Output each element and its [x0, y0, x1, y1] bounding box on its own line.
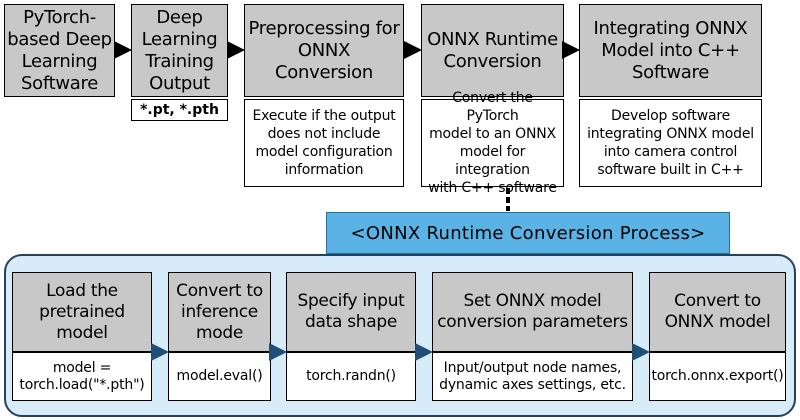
process-step-input-shape: Specify input data shape [286, 272, 416, 352]
file-extension-text: *.pt, *.pth [140, 102, 219, 118]
step-training-output-label: Deep Learning Training Output [141, 6, 218, 94]
process-code-inference-mode: model.eval() [168, 352, 271, 401]
process-code-export-onnx: torch.onnx.export() [649, 352, 786, 401]
process-code-input-shape: torch.randn() [286, 352, 416, 401]
process-code-load-model: model = torch.load("*.pth") [12, 352, 152, 401]
note-preprocessing-text: Execute if the output does not include m… [252, 108, 396, 178]
step-pytorch-software-label: PyTorch- based Deep Learning Software [7, 6, 112, 94]
process-code-input-shape-text: torch.randn() [306, 368, 396, 384]
process-banner-label: <ONNX Runtime Conversion Process> [350, 222, 706, 244]
process-step-inference-mode-label: Convert to inference mode [176, 280, 263, 343]
process-step-load-model: Load the pretrained model [12, 272, 152, 352]
process-code-export-onnx-text: torch.onnx.export() [651, 368, 784, 384]
step-preprocessing: Preprocessing for ONNX Conversion [244, 4, 404, 97]
process-code-conversion-params: Input/output node names, dynamic axes se… [432, 352, 633, 401]
process-code-inference-mode-text: model.eval() [176, 368, 263, 384]
note-integrating-onnx: Develop software integrating ONNX model … [579, 99, 762, 187]
step-integrating-onnx: Integrating ONNX Model into C++ Software [579, 4, 762, 97]
process-step-conversion-params-label: Set ONNX model conversion parameters [437, 291, 628, 332]
step-training-output: Deep Learning Training Output [131, 4, 228, 97]
process-code-conversion-params-text: Input/output node names, dynamic axes se… [439, 359, 626, 393]
step-pytorch-software: PyTorch- based Deep Learning Software [4, 4, 115, 97]
note-preprocessing: Execute if the output does not include m… [244, 99, 404, 187]
note-integrating-onnx-text: Develop software integrating ONNX model … [587, 108, 754, 178]
note-onnx-runtime-conversion: Convert the PyTorch model to an ONNX mod… [421, 90, 564, 196]
process-step-load-model-label: Load the pretrained model [39, 280, 125, 343]
process-step-conversion-params: Set ONNX model conversion parameters [432, 272, 633, 352]
step-preprocessing-label: Preprocessing for ONNX Conversion [248, 17, 400, 83]
process-step-input-shape-label: Specify input data shape [297, 291, 405, 332]
process-banner: <ONNX Runtime Conversion Process> [326, 212, 730, 254]
process-step-export-onnx: Convert to ONNX model [649, 272, 786, 352]
process-step-inference-mode: Convert to inference mode [168, 272, 271, 352]
step-onnx-runtime-conversion: ONNX Runtime Conversion [421, 4, 564, 97]
step-integrating-onnx-label: Integrating ONNX Model into C++ Software [593, 17, 748, 83]
process-code-load-model-text: model = torch.load("*.pth") [19, 359, 145, 393]
step-onnx-runtime-conversion-label: ONNX Runtime Conversion [427, 28, 558, 72]
file-extension-label: *.pt, *.pth [131, 99, 228, 121]
note-onnx-runtime-conversion-text: Convert the PyTorch model to an ONNX mod… [428, 90, 557, 196]
process-step-export-onnx-label: Convert to ONNX model [664, 291, 771, 332]
